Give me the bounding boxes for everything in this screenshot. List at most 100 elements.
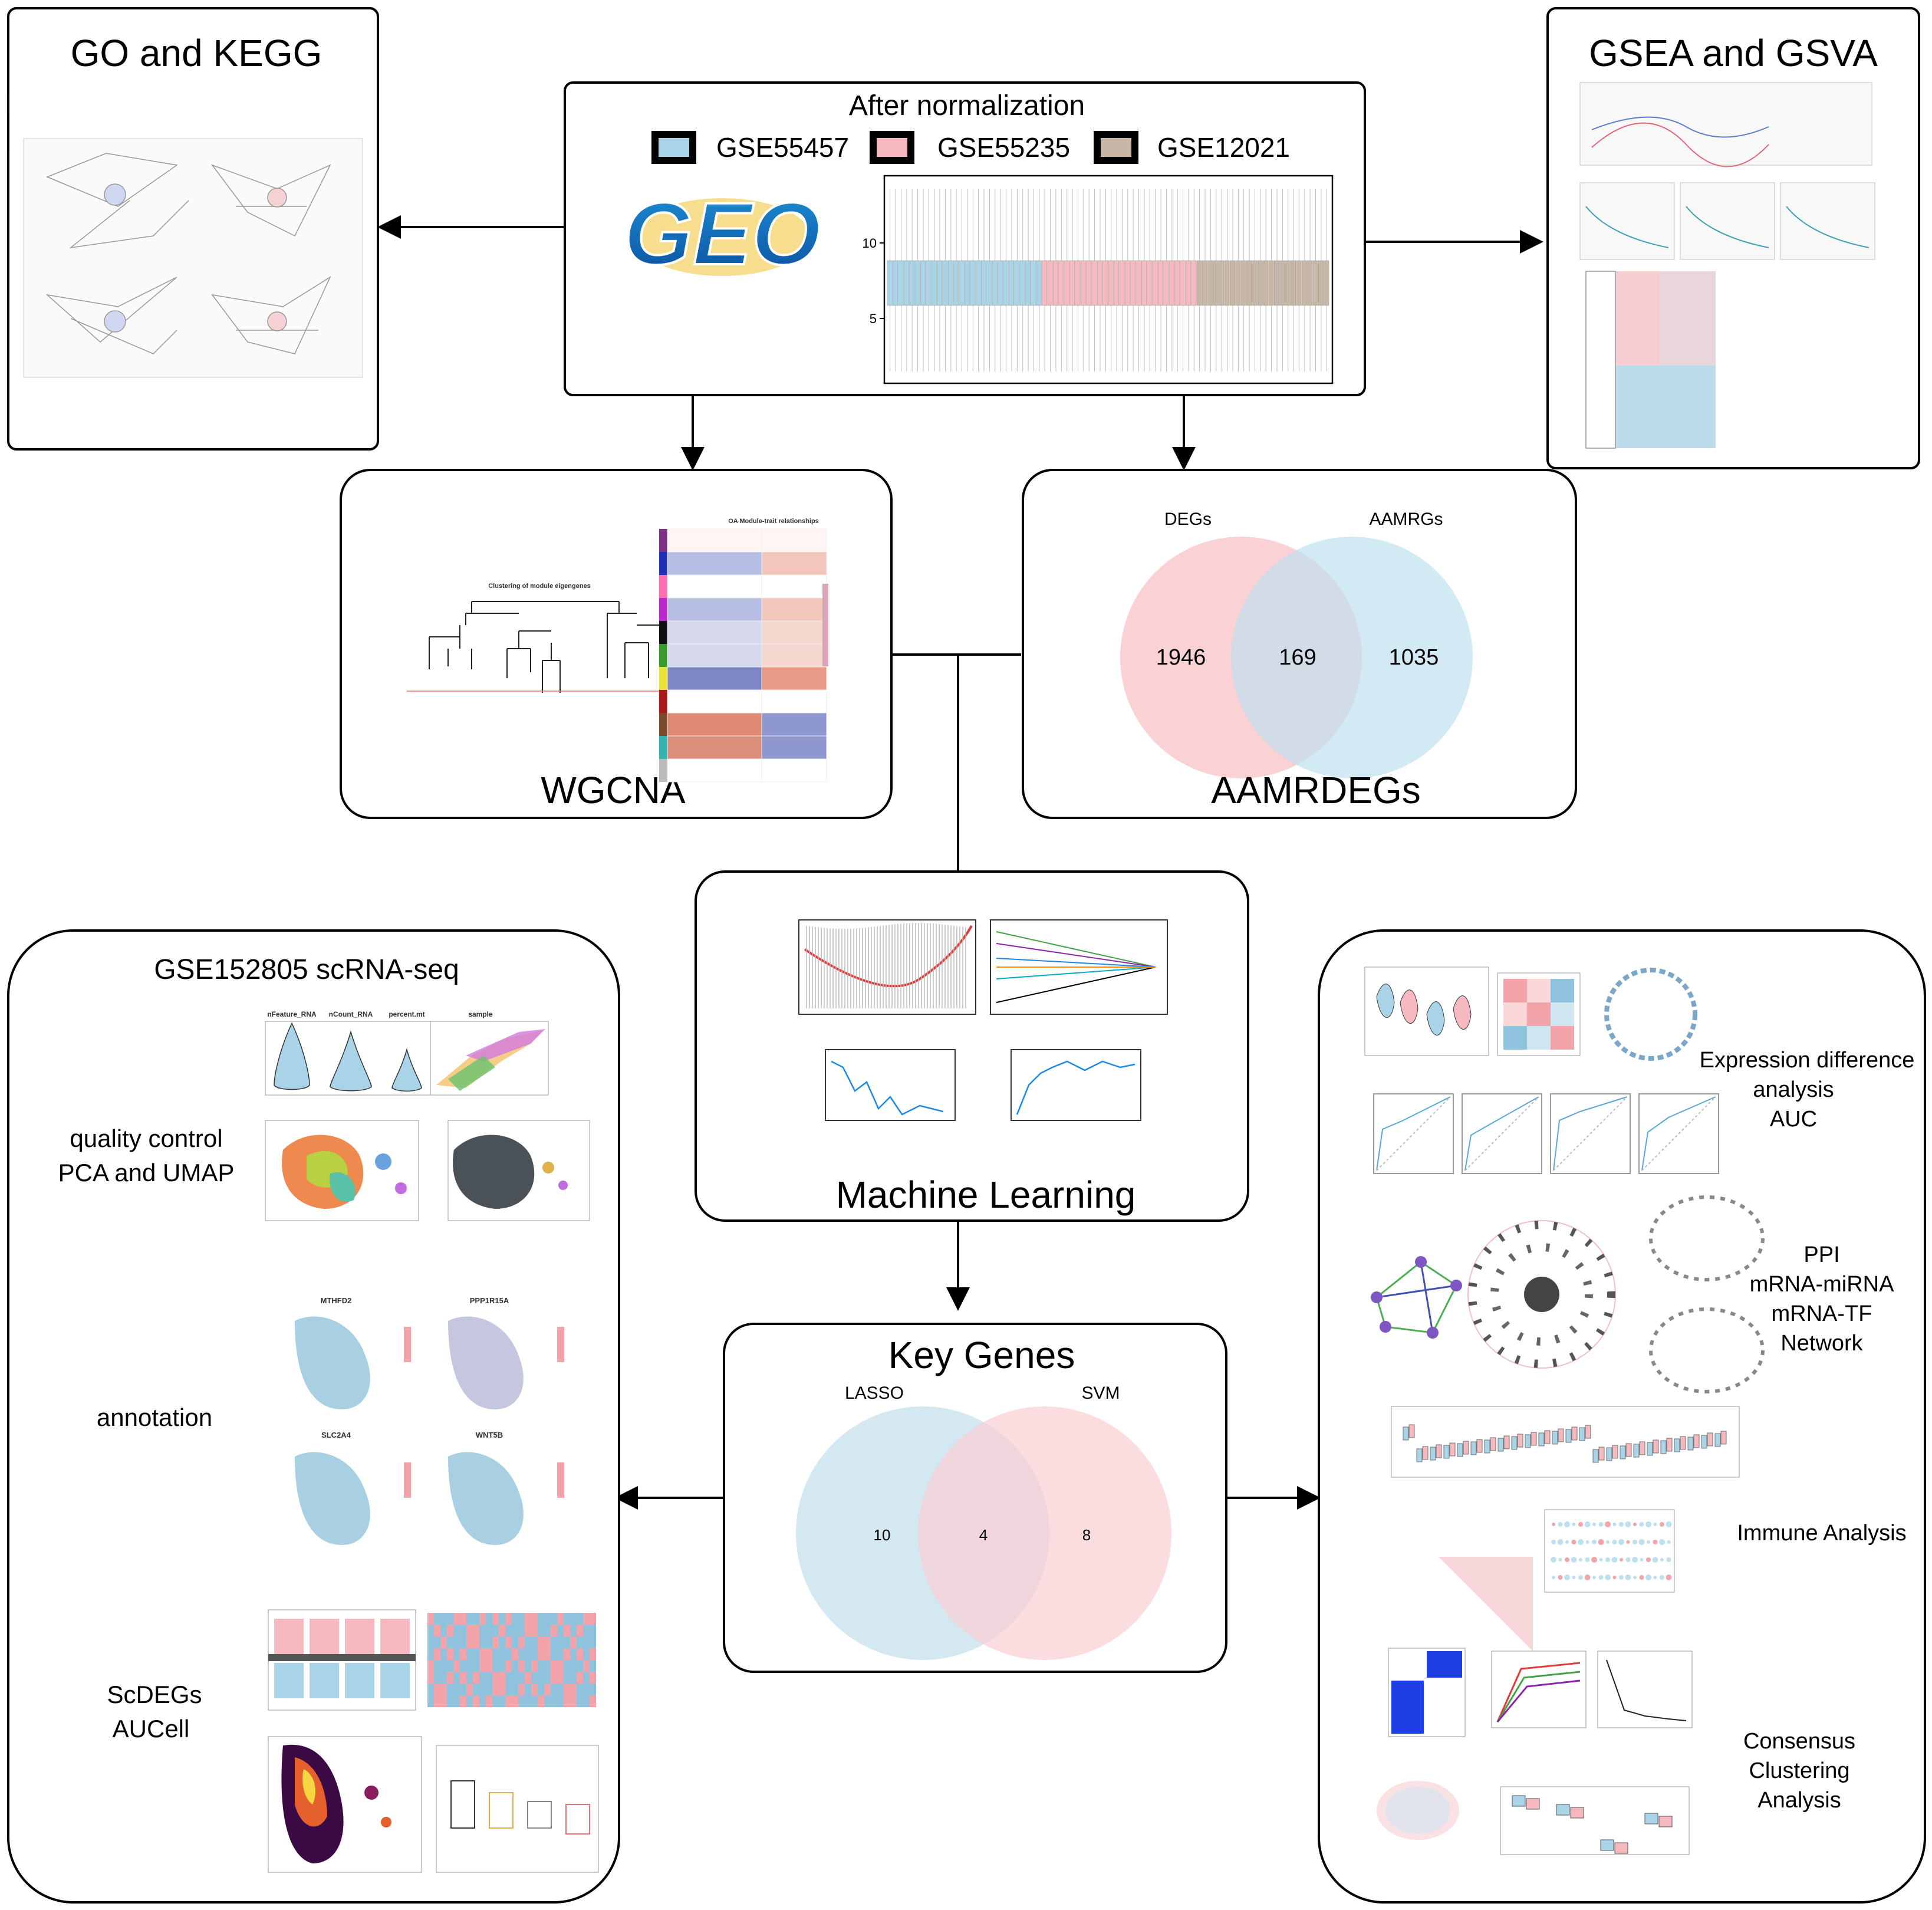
heatmap-cell (525, 1672, 531, 1684)
correlation-dot (1612, 1523, 1617, 1526)
correlation-dot (1598, 1522, 1604, 1527)
immune-box-control (1606, 1447, 1612, 1461)
heatmap-cell (492, 1636, 499, 1648)
heatmap-cell (427, 1648, 434, 1660)
heatmap-cell (499, 1672, 505, 1684)
correlation-dot (1632, 1557, 1638, 1563)
sample-box (992, 260, 998, 306)
geo-logo-text: GEO (624, 184, 820, 283)
sample-box (1207, 260, 1213, 306)
sample-box (1307, 260, 1313, 306)
sample-box (1174, 260, 1180, 306)
heatmap-cell (486, 1636, 492, 1648)
correlation-dot (1598, 1539, 1604, 1545)
label-annotation: annotation (97, 1403, 212, 1431)
heatmap-cell (577, 1660, 583, 1672)
module-color-bar (659, 759, 667, 782)
immune-box-control (1647, 1442, 1653, 1456)
sample-box (1086, 260, 1092, 306)
correlation-dot (1564, 1574, 1570, 1580)
immune-box-control (1633, 1444, 1640, 1458)
module-color-bar (659, 736, 667, 759)
heatmap-cell (466, 1636, 473, 1648)
heatmap-cell (577, 1648, 583, 1660)
heatmap-cell (499, 1625, 505, 1636)
heatmap-cell (440, 1695, 447, 1707)
heatmap-cell (486, 1648, 492, 1660)
heatmap-cell (499, 1684, 505, 1695)
qc-title-percentmt: percent.mt (389, 1010, 424, 1018)
sample-box (893, 260, 898, 306)
heatmap-cell (492, 1684, 499, 1695)
qc-title-ncount: nCount_RNA (329, 1010, 373, 1018)
module-color-bar (659, 575, 667, 598)
immune-box-case (1707, 1432, 1713, 1447)
heatmap-cell (453, 1684, 460, 1695)
heatmap-cell (466, 1648, 473, 1660)
heatmap-cell (434, 1636, 440, 1648)
heatmap-cell (434, 1672, 440, 1684)
module-trait-cell (667, 758, 762, 783)
heatmap-cell (473, 1625, 479, 1636)
correlation-dot (1558, 1558, 1562, 1561)
sample-box (1163, 260, 1169, 306)
heatmap-cell (544, 1613, 551, 1625)
aamrdegs-title: AAMRDEGs (1211, 769, 1421, 811)
gene-title-ppp1r15a: PPP1R15A (470, 1296, 509, 1305)
heatmap-cell (453, 1613, 460, 1625)
correlation-dot (1584, 1521, 1591, 1527)
sample-box (920, 260, 926, 306)
immune-box-case (1449, 1442, 1456, 1457)
label-quality-control: quality control (70, 1125, 222, 1152)
correlation-dot (1619, 1575, 1624, 1580)
heatmap-cell (473, 1695, 479, 1707)
heatmap-cell (590, 1684, 596, 1695)
heatmap-cell (460, 1660, 466, 1672)
sample-box (1324, 260, 1329, 306)
label-immune: Immune Analysis (1737, 1521, 1906, 1546)
heatmap-cell (577, 1672, 583, 1684)
heatmap-title: OA Module-trait relationships (728, 518, 819, 525)
immune-box-case (1422, 1446, 1429, 1460)
venn-aamrgs-label: AAMRGs (1369, 509, 1443, 529)
correlation-dot (1592, 1576, 1596, 1579)
heatmap-cell (525, 1636, 531, 1648)
sample-box (1246, 260, 1252, 306)
sample-box (1191, 260, 1197, 306)
module-trait-cell (667, 689, 762, 714)
correlation-dot (1585, 1557, 1590, 1562)
correlation-dot (1625, 1557, 1631, 1562)
immune-box-control (1674, 1438, 1680, 1452)
module-trait-cell (761, 551, 827, 576)
heatmap-cell (479, 1684, 486, 1695)
heatmap-cell (544, 1625, 551, 1636)
heatmap-cell (518, 1625, 525, 1636)
heatmap-cell (531, 1636, 538, 1648)
heatmap-cell (499, 1660, 505, 1672)
heatmap-cell (551, 1625, 557, 1636)
heatmap-cell (486, 1695, 492, 1707)
go-network-thumbnail (23, 138, 363, 378)
heatmap-cell (473, 1613, 479, 1625)
heatmap-cell (427, 1613, 434, 1625)
svm-accuracy-thumbnail (1011, 1049, 1141, 1121)
sample-box (1042, 260, 1048, 306)
heatmap-cell (460, 1672, 466, 1684)
correlation-dot (1605, 1521, 1611, 1527)
heatmap-cell (473, 1648, 479, 1660)
immune-box-control (1701, 1435, 1707, 1449)
heatmap-cell (512, 1684, 518, 1695)
sample-box (903, 260, 909, 306)
immune-box-case (1612, 1445, 1618, 1459)
heatmap-cell (505, 1636, 512, 1648)
heatmap-cell (518, 1684, 525, 1695)
sample-box (1108, 260, 1114, 306)
immune-box-case (1666, 1438, 1673, 1452)
label-consensus-2: Clustering (1749, 1758, 1849, 1783)
immune-box-control (1687, 1436, 1694, 1451)
immune-box-case (1503, 1435, 1510, 1449)
correlation-dot (1666, 1574, 1672, 1580)
immune-box-control (1403, 1426, 1409, 1441)
heatmap-cell (447, 1613, 453, 1625)
heatmap-cell (551, 1636, 557, 1648)
